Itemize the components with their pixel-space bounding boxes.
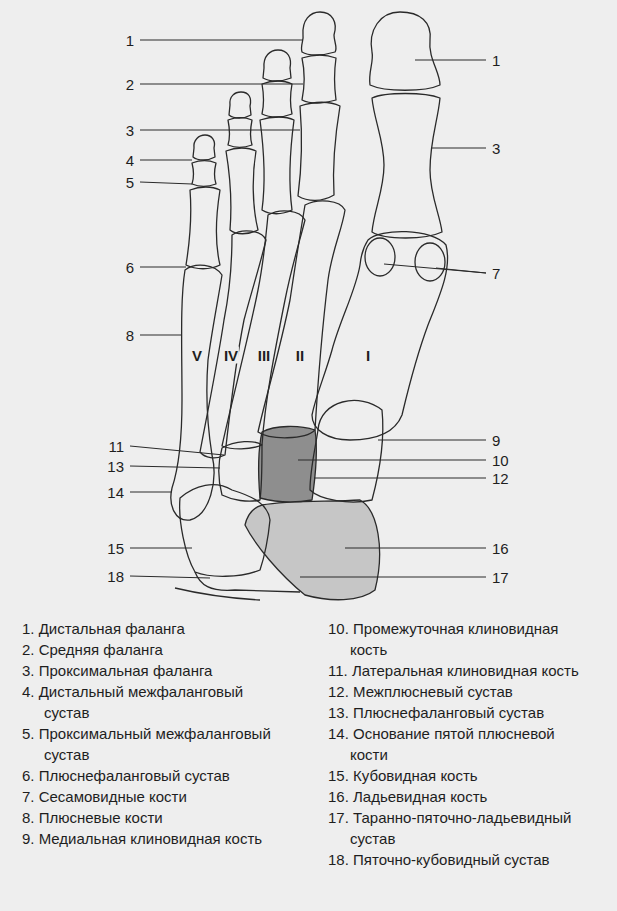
bone [263,50,291,81]
legend-item: 10. Промежуточная клиновидная кость [328,618,596,660]
bone [298,102,340,200]
leader-lines [130,40,486,578]
bone [302,55,336,103]
legend-item: 4. Дистальный межфаланговый сустав [22,681,284,723]
legend-item: 8. Плюсневые кости [22,807,284,828]
legend-item: 11. Латеральная клиновидная кость [328,660,596,681]
roman-numeral: IV [223,347,239,364]
bone [262,81,292,117]
bone [372,94,442,239]
callout-number: 16 [492,540,509,557]
bone [186,187,220,269]
callout-number: 13 [107,458,124,475]
callout-number: 18 [107,568,124,585]
legend-item: 1. Дистальная фаланга [22,618,284,639]
callout-number: 8 [126,327,134,344]
legend-item: 17. Таранно-пяточно-ладьевидный сустав [328,807,596,849]
legend-item: 5. Проксимальный межфаланговый сустав [22,723,284,765]
cuboid [180,485,270,577]
callout-number: 6 [126,259,134,276]
bone [301,12,336,55]
callout-number: 3 [126,122,134,139]
bone [258,201,345,438]
callout-number: 9 [492,432,500,449]
sesamoid [365,238,395,276]
bone [222,211,305,449]
legend-column: 10. Промежуточная клиновидная кость11. Л… [328,618,596,870]
roman-numeral: III [257,347,272,364]
legend-item: 12. Межплюсневый сустав [328,681,596,702]
roman-numeral: I [365,347,371,364]
bone [226,148,258,234]
roman-numeral: V [191,347,203,364]
bone [192,161,216,187]
medial-cuneiform [310,400,383,501]
legend-item: 6. Плюснефаланговый сустав [22,765,284,786]
callout-number: 3 [492,140,500,157]
bone [370,12,440,90]
bone [228,118,252,148]
callout-number: 12 [492,470,509,487]
foot-skeleton [0,0,617,611]
roman-numeral: II [295,347,305,364]
legend-item: 16. Ладьевидная кость [328,786,596,807]
callout-number: 4 [126,152,134,169]
calcaneus [195,572,300,592]
bone [229,92,251,118]
callout-number: 1 [126,32,134,49]
legend-item: 2. Средняя фаланга [22,639,284,660]
legend-item: 15. Кубовидная кость [328,765,596,786]
callout-number: 15 [107,540,124,557]
bone [260,117,294,214]
bone [171,265,222,520]
callout-number: 7 [492,265,500,282]
legend-column: 1. Дистальная фаланга2. Средняя фаланга3… [22,618,284,849]
calcaneus [175,588,260,600]
legend-item: 7. Сесамовидные кости [22,786,284,807]
callout-number: 10 [492,452,509,469]
legend-item: 9. Медиальная клиновидная кость [22,828,284,849]
sesamoid [415,243,445,281]
legend-item: 14. Основание пятой плюсневой кости [328,723,596,765]
callout-number: 1 [492,52,500,69]
callout-number: 11 [108,438,124,455]
bone [193,135,215,160]
callout-number: 5 [126,174,134,191]
legend-item: 13. Плюснефаланговый сустав [328,702,596,723]
callout-number: 14 [107,484,124,501]
callout-number: 17 [492,569,509,586]
legend-item: 3. Проксимальная фаланга [22,660,284,681]
callout-number: 2 [126,76,134,93]
legend-item: 18. Пяточно-кубовидный сустав [328,849,596,870]
